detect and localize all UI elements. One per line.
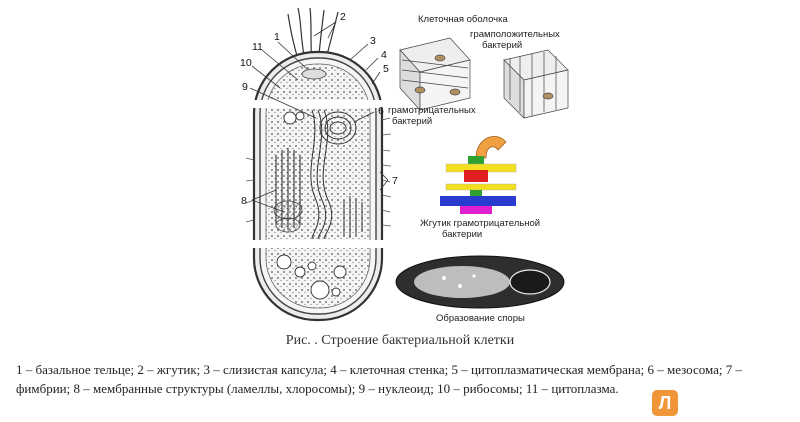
gram-positive-line-2: бактерий bbox=[482, 40, 522, 51]
label-5: 5 bbox=[383, 63, 389, 75]
label-8: 8 bbox=[241, 195, 247, 207]
gram-negative-label: грамотрицательных бактерий bbox=[388, 105, 478, 127]
spore-diagram: Образование споры bbox=[395, 255, 565, 324]
gram-positive-wall-block bbox=[503, 49, 569, 119]
gram-negative-wall-block bbox=[399, 37, 471, 111]
label-6: 6 bbox=[378, 105, 384, 117]
figure-legend: 1 – базальное тельце; 2 – жгутик; 3 – сл… bbox=[16, 362, 743, 396]
publisher-logo: Л bbox=[652, 390, 678, 416]
inner-membrane-layer bbox=[440, 196, 516, 206]
flagellum-ring-red bbox=[464, 170, 488, 182]
flagellum-line-1: Жгутик грамотрицательной bbox=[420, 218, 540, 229]
label-2: 2 bbox=[340, 11, 346, 23]
mesosome bbox=[319, 111, 357, 145]
label-4: 4 bbox=[381, 49, 387, 61]
gram-negative-line-2: бактерий bbox=[392, 116, 432, 127]
figure-caption: Рис. . Строение бактериальной клетки bbox=[285, 333, 515, 348]
inclusions bbox=[276, 111, 347, 300]
cell-wall-title: Клеточная оболочка bbox=[418, 14, 508, 25]
flagellum-label: Жгутик грамотрицательной бактерии bbox=[420, 218, 543, 240]
label-9: 9 bbox=[242, 81, 248, 93]
flagellum-line-2: бактерии bbox=[442, 229, 482, 240]
peptidoglycan-layer bbox=[445, 183, 517, 191]
flagellum-motor-diagram: Жгутик грамотрицательной бактерии bbox=[420, 136, 543, 240]
cell-diagram: 1 2 3 4 5 6 7 8 9 10 11 bbox=[240, 7, 400, 322]
spore-label: Образование споры bbox=[436, 313, 525, 324]
chlorosomes bbox=[273, 200, 303, 233]
label-11: 11 bbox=[252, 41, 263, 53]
cell-wall-panel: Клеточная оболочка грамположительных бак… bbox=[388, 14, 569, 127]
gram-positive-label: грамположительных бактерий bbox=[470, 29, 562, 51]
gram-positive-line-1: грамположительных bbox=[470, 29, 560, 40]
flagellum-hook bbox=[475, 136, 507, 159]
gram-negative-line-1: грамотрицательных bbox=[388, 105, 476, 116]
nucleoid bbox=[310, 109, 333, 239]
bacterial-cell-figure: 1 2 3 4 5 6 7 8 9 10 11 Клеточная оболоч… bbox=[240, 7, 569, 324]
label-10: 10 bbox=[240, 57, 252, 69]
label-1: 1 bbox=[274, 31, 280, 43]
basal-body bbox=[301, 68, 327, 80]
label-7: 7 bbox=[392, 175, 398, 187]
flagellum-motor-base bbox=[460, 206, 492, 214]
label-3: 3 bbox=[370, 35, 376, 47]
flagellum-ring-green bbox=[468, 156, 484, 164]
fimbriae bbox=[245, 117, 392, 227]
